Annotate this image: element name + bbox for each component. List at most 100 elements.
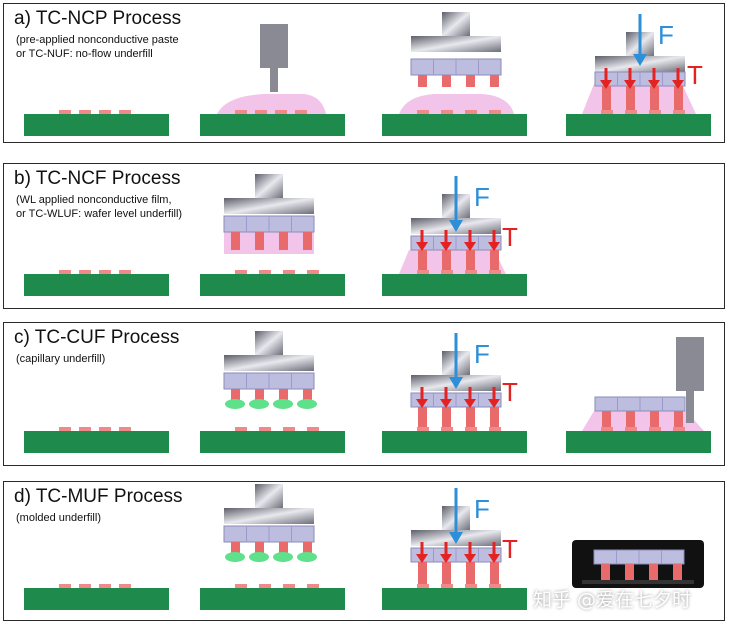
substrate-pad — [601, 427, 613, 431]
nonconductive-paste — [217, 94, 326, 114]
panel-title: b) TC-NCF Process — [14, 168, 181, 189]
substrate-pad — [79, 427, 91, 431]
bump — [418, 75, 427, 87]
substrate-pad — [99, 110, 111, 114]
substrate-pad — [59, 427, 71, 431]
substrate-pad — [259, 270, 271, 274]
panel-subtitle: (pre-applied nonconductive paste or TC-N… — [16, 34, 179, 60]
solder-cap — [297, 399, 317, 409]
heat-arrow-head — [488, 242, 500, 251]
substrate-pad — [119, 270, 131, 274]
solder-cap — [249, 552, 269, 562]
solder-cap — [225, 399, 245, 409]
heat-arrow-head — [624, 80, 636, 89]
panel-tc-ncf: b) TC-NCF Process (WL applied nonconduct… — [3, 163, 725, 309]
process-steps-diagram: FT — [24, 484, 704, 610]
package-substrate — [582, 580, 694, 584]
substrate-pad — [649, 427, 661, 431]
bump — [303, 542, 312, 554]
heat-arrow-head — [672, 80, 684, 89]
substrate-pad — [465, 584, 477, 588]
substrate-pad — [441, 110, 453, 114]
substrate-pad — [489, 270, 501, 274]
substrate-pad — [259, 427, 271, 431]
bond-head-plate — [224, 198, 314, 214]
temperature-label: T — [502, 534, 518, 564]
force-arrow-head — [633, 54, 647, 66]
force-label: F — [474, 494, 490, 524]
force-arrow-head — [449, 220, 463, 232]
panel-title: a) TC-NCP Process — [14, 8, 182, 29]
substrate-pad — [465, 427, 477, 431]
substrate-board — [24, 588, 169, 610]
bump — [602, 411, 611, 431]
bump — [650, 411, 659, 431]
dispenser-body — [676, 337, 704, 391]
dispenser-nozzle — [270, 68, 278, 92]
substrate-pad — [441, 584, 453, 588]
bump — [490, 407, 499, 431]
substrate-pad — [99, 584, 111, 588]
substrate-board — [200, 114, 345, 136]
substrate-pad — [59, 270, 71, 274]
bump — [673, 564, 682, 580]
bump — [231, 389, 240, 401]
substrate-pad — [307, 584, 319, 588]
bump — [674, 86, 683, 110]
substrate-pad — [307, 427, 319, 431]
substrate-pad — [441, 427, 453, 431]
heat-arrow-head — [600, 80, 612, 89]
substrate-pad — [275, 110, 287, 114]
bond-head-plate — [224, 355, 314, 371]
substrate-pad — [79, 584, 91, 588]
bump — [626, 86, 635, 110]
substrate-board — [24, 431, 169, 453]
bump — [303, 232, 312, 250]
bump — [490, 250, 499, 274]
heat-arrow-head — [440, 242, 452, 251]
substrate-pad — [235, 584, 247, 588]
dispenser-nozzle — [686, 391, 694, 423]
substrate-pad — [79, 270, 91, 274]
substrate-pad — [283, 270, 295, 274]
substrate-pad — [489, 427, 501, 431]
bump — [418, 250, 427, 274]
process-steps-diagram: FT — [24, 331, 711, 453]
force-label: F — [658, 20, 674, 50]
heat-arrow-head — [488, 399, 500, 408]
bond-head — [255, 484, 283, 508]
substrate-board — [382, 114, 527, 136]
solder-cap — [273, 552, 293, 562]
bump — [255, 389, 264, 401]
bump — [442, 407, 451, 431]
heat-arrow-head — [416, 554, 428, 563]
substrate-pad — [465, 270, 477, 274]
substrate-pad — [119, 110, 131, 114]
bump — [279, 232, 288, 250]
force-arrow-head — [449, 532, 463, 544]
substrate-pad — [235, 427, 247, 431]
process-steps-diagram: FT — [24, 174, 527, 296]
force-label: F — [474, 339, 490, 369]
substrate-pad — [255, 110, 267, 114]
heat-arrow-head — [416, 242, 428, 251]
substrate-pad — [235, 270, 247, 274]
substrate-pad — [259, 584, 271, 588]
substrate-pad — [119, 584, 131, 588]
substrate-pad — [601, 110, 613, 114]
panel-subtitle: (capillary underfill) — [16, 353, 106, 365]
bump — [231, 232, 240, 250]
substrate-board — [382, 431, 527, 453]
panel-subtitle: (molded underfill) — [16, 512, 101, 524]
substrate-pad — [59, 110, 71, 114]
bump — [649, 564, 658, 580]
heat-arrow-head — [440, 554, 452, 563]
substrate-board — [200, 588, 345, 610]
panel-subtitle: (WL applied nonconductive film, or TC-WL… — [16, 194, 183, 220]
solder-cap — [249, 399, 269, 409]
substrate-board — [200, 274, 345, 296]
temperature-label: T — [502, 222, 518, 252]
substrate-board — [200, 431, 345, 453]
substrate-pad — [417, 427, 429, 431]
